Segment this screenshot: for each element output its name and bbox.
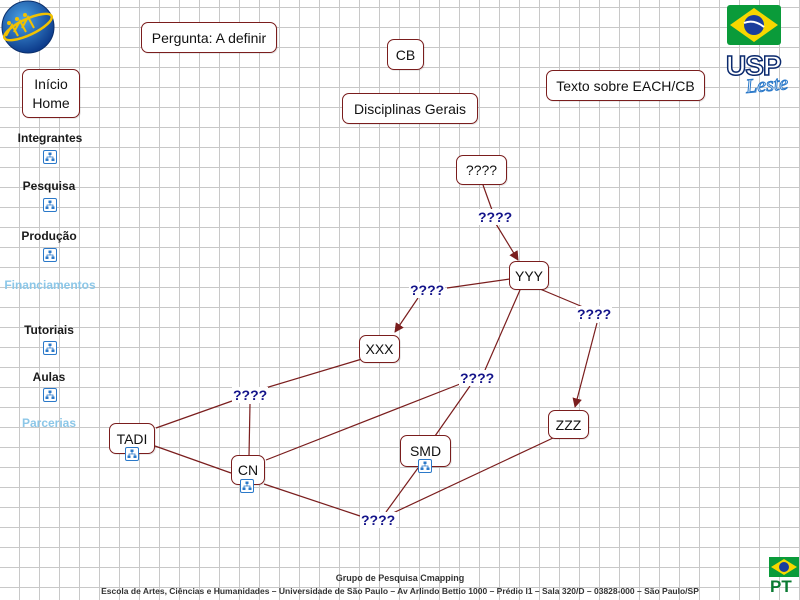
link-label-yyy-zzz: ????: [576, 306, 612, 322]
link-label-yyy-xxx: ????: [409, 282, 445, 298]
node-smd-label: SMD: [410, 443, 441, 459]
link-yyy-to-label-xxx: [447, 279, 510, 288]
brazil-flag-icon: [727, 2, 783, 48]
node-yyy-label: YYY: [515, 268, 543, 284]
leste-logo-text: Leste: [745, 72, 789, 99]
node-question[interactable]: Pergunta: A definir: [141, 22, 277, 53]
home-line2: Home: [32, 94, 69, 113]
home-button[interactable]: Início Home: [22, 69, 80, 118]
sidebar-item-pesquisa[interactable]: Pesquisa: [1, 179, 97, 193]
node-yyy[interactable]: YYY: [509, 261, 549, 290]
node-top-unknown-label: ????: [466, 162, 497, 178]
link-label-to-xxx: [395, 298, 418, 332]
tutoriais-map-icon[interactable]: [43, 341, 57, 355]
node-text-each[interactable]: Texto sobre EACH/CB: [546, 70, 705, 101]
link-label-to-cn: [249, 404, 250, 456]
smd-map-icon[interactable]: [418, 459, 432, 473]
cn-map-icon[interactable]: [240, 479, 254, 493]
node-zzz[interactable]: ZZZ: [548, 410, 589, 439]
node-disciplines-label: Disciplinas Gerais: [354, 101, 466, 117]
language-label: PT: [770, 577, 792, 597]
node-text-each-label: Texto sobre EACH/CB: [556, 78, 695, 94]
node-disciplines[interactable]: Disciplinas Gerais: [342, 93, 478, 124]
link-yyy-to-label-smd: [485, 290, 520, 370]
home-line1: Início: [34, 75, 67, 94]
pesquisa-map-icon[interactable]: [43, 198, 57, 212]
link-label-to-smd: [435, 386, 470, 436]
link-label-to-zzz: [575, 323, 597, 407]
link-tadi-to-cn: [155, 446, 231, 473]
footer-address: Escola de Artes, Ciências e Humanidades …: [0, 586, 800, 596]
link-label-top-yyy: ????: [477, 209, 513, 225]
aulas-map-icon[interactable]: [43, 388, 57, 402]
usp-leste-logo: USP Leste: [724, 50, 800, 102]
eachglobe-logo: [0, 0, 56, 56]
link-top-to-label: [483, 185, 492, 210]
node-top-unknown[interactable]: ????: [456, 155, 507, 185]
link-smd-to-label-bottom: [386, 468, 418, 512]
integrantes-map-icon[interactable]: [43, 150, 57, 164]
node-zzz-label: ZZZ: [556, 417, 582, 433]
link-label-to-yyy: [496, 224, 518, 260]
node-cb[interactable]: CB: [387, 39, 424, 70]
link-cn-to-label-bottom: [264, 484, 360, 516]
sidebar-item-tutoriais[interactable]: Tutoriais: [1, 323, 97, 337]
sidebar-item-financiamentos[interactable]: Financiamentos: [2, 278, 98, 292]
brazil-small-flag-icon: [768, 556, 800, 578]
tadi-map-icon[interactable]: [125, 447, 139, 461]
link-label-xxx-tadi-cn: ????: [232, 387, 268, 403]
language-switch[interactable]: PT: [768, 556, 800, 600]
sidebar-item-integrantes[interactable]: Integrantes: [2, 131, 98, 145]
node-xxx[interactable]: XXX: [359, 335, 400, 363]
link-label-to-tadi: [156, 401, 232, 428]
node-cb-label: CB: [396, 47, 415, 63]
sidebar-item-producao[interactable]: Produção: [1, 229, 97, 243]
link-label-bottom: ????: [360, 512, 396, 528]
sidebar-item-aulas[interactable]: Aulas: [1, 370, 97, 384]
link-yyy-to-label-zzz: [540, 289, 583, 307]
link-xxx-to-label-left: [262, 359, 362, 389]
node-tadi-label: TADI: [117, 431, 148, 447]
sidebar-item-parcerias[interactable]: Parcerias: [1, 416, 97, 430]
producao-map-icon[interactable]: [43, 248, 57, 262]
footer-group-name: Grupo de Pesquisa Cmapping: [0, 573, 800, 583]
node-cn-label: CN: [238, 462, 258, 478]
node-xxx-label: XXX: [365, 341, 393, 357]
node-question-label: Pergunta: A definir: [152, 30, 266, 46]
link-label-yyy-smd: ????: [459, 370, 495, 386]
